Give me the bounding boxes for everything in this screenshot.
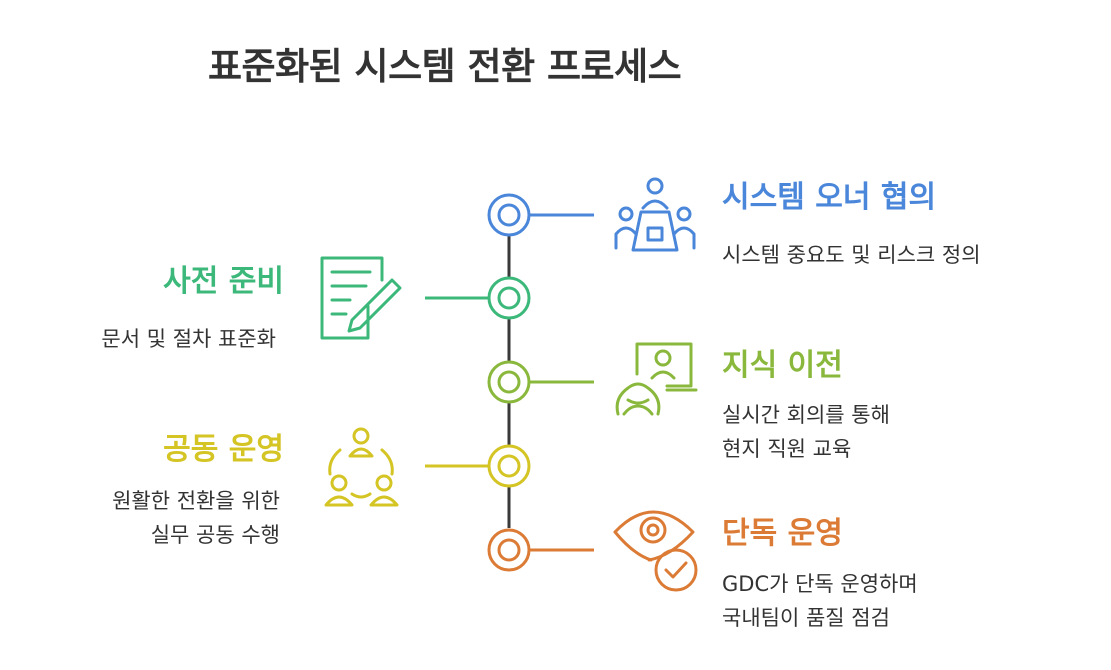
- step-3-desc-line1: 실시간 회의를 통해: [722, 403, 890, 427]
- step-3-heading: 지식 이전: [722, 348, 843, 383]
- team-meeting-icon: [614, 177, 696, 252]
- collaboration-icon: [324, 427, 399, 507]
- document-edit-icon: [320, 256, 402, 340]
- timeline-node-3: [487, 360, 594, 404]
- step-4-desc-line2: 실무 공동 수행: [150, 523, 280, 547]
- step-4-desc-line1: 원활한 전환을 위한: [112, 489, 280, 513]
- step-1-heading: 시스템 오너 협의: [722, 180, 937, 215]
- step-4-desc: 원활한 전환을 위한 실무 공동 수행: [112, 484, 280, 552]
- timeline-node-4: [425, 444, 531, 488]
- timeline-node-1: [487, 193, 594, 237]
- timeline-node-5: [487, 528, 594, 572]
- step-1-desc-line1: 시스템 중요도 및 리스크 정의: [722, 243, 981, 267]
- timeline-node-2: [425, 276, 531, 320]
- step-5-desc-line2: 국내팀이 품질 점검: [722, 606, 890, 630]
- step-3-desc: 실시간 회의를 통해 현지 직원 교육: [722, 398, 890, 466]
- video-conference-icon: [615, 342, 698, 416]
- eye-check-icon: [613, 510, 698, 592]
- step-2-desc: 문서 및 절차 표준화: [101, 322, 276, 356]
- step-1-desc: 시스템 중요도 및 리스크 정의: [722, 238, 981, 272]
- step-5-desc-line1: GDC가 단독 운영하며: [722, 572, 918, 596]
- step-3-desc-line2: 현지 직원 교육: [722, 437, 852, 461]
- step-2-desc-line1: 문서 및 절차 표준화: [101, 327, 276, 351]
- step-5-heading: 단독 운영: [722, 516, 843, 551]
- step-4-heading: 공동 운영: [163, 432, 284, 467]
- step-5-desc: GDC가 단독 운영하며 국내팀이 품질 점검: [722, 567, 918, 635]
- page-title: 표준화된 시스템 전환 프로세스: [208, 45, 682, 88]
- step-2-heading: 사전 준비: [163, 264, 284, 299]
